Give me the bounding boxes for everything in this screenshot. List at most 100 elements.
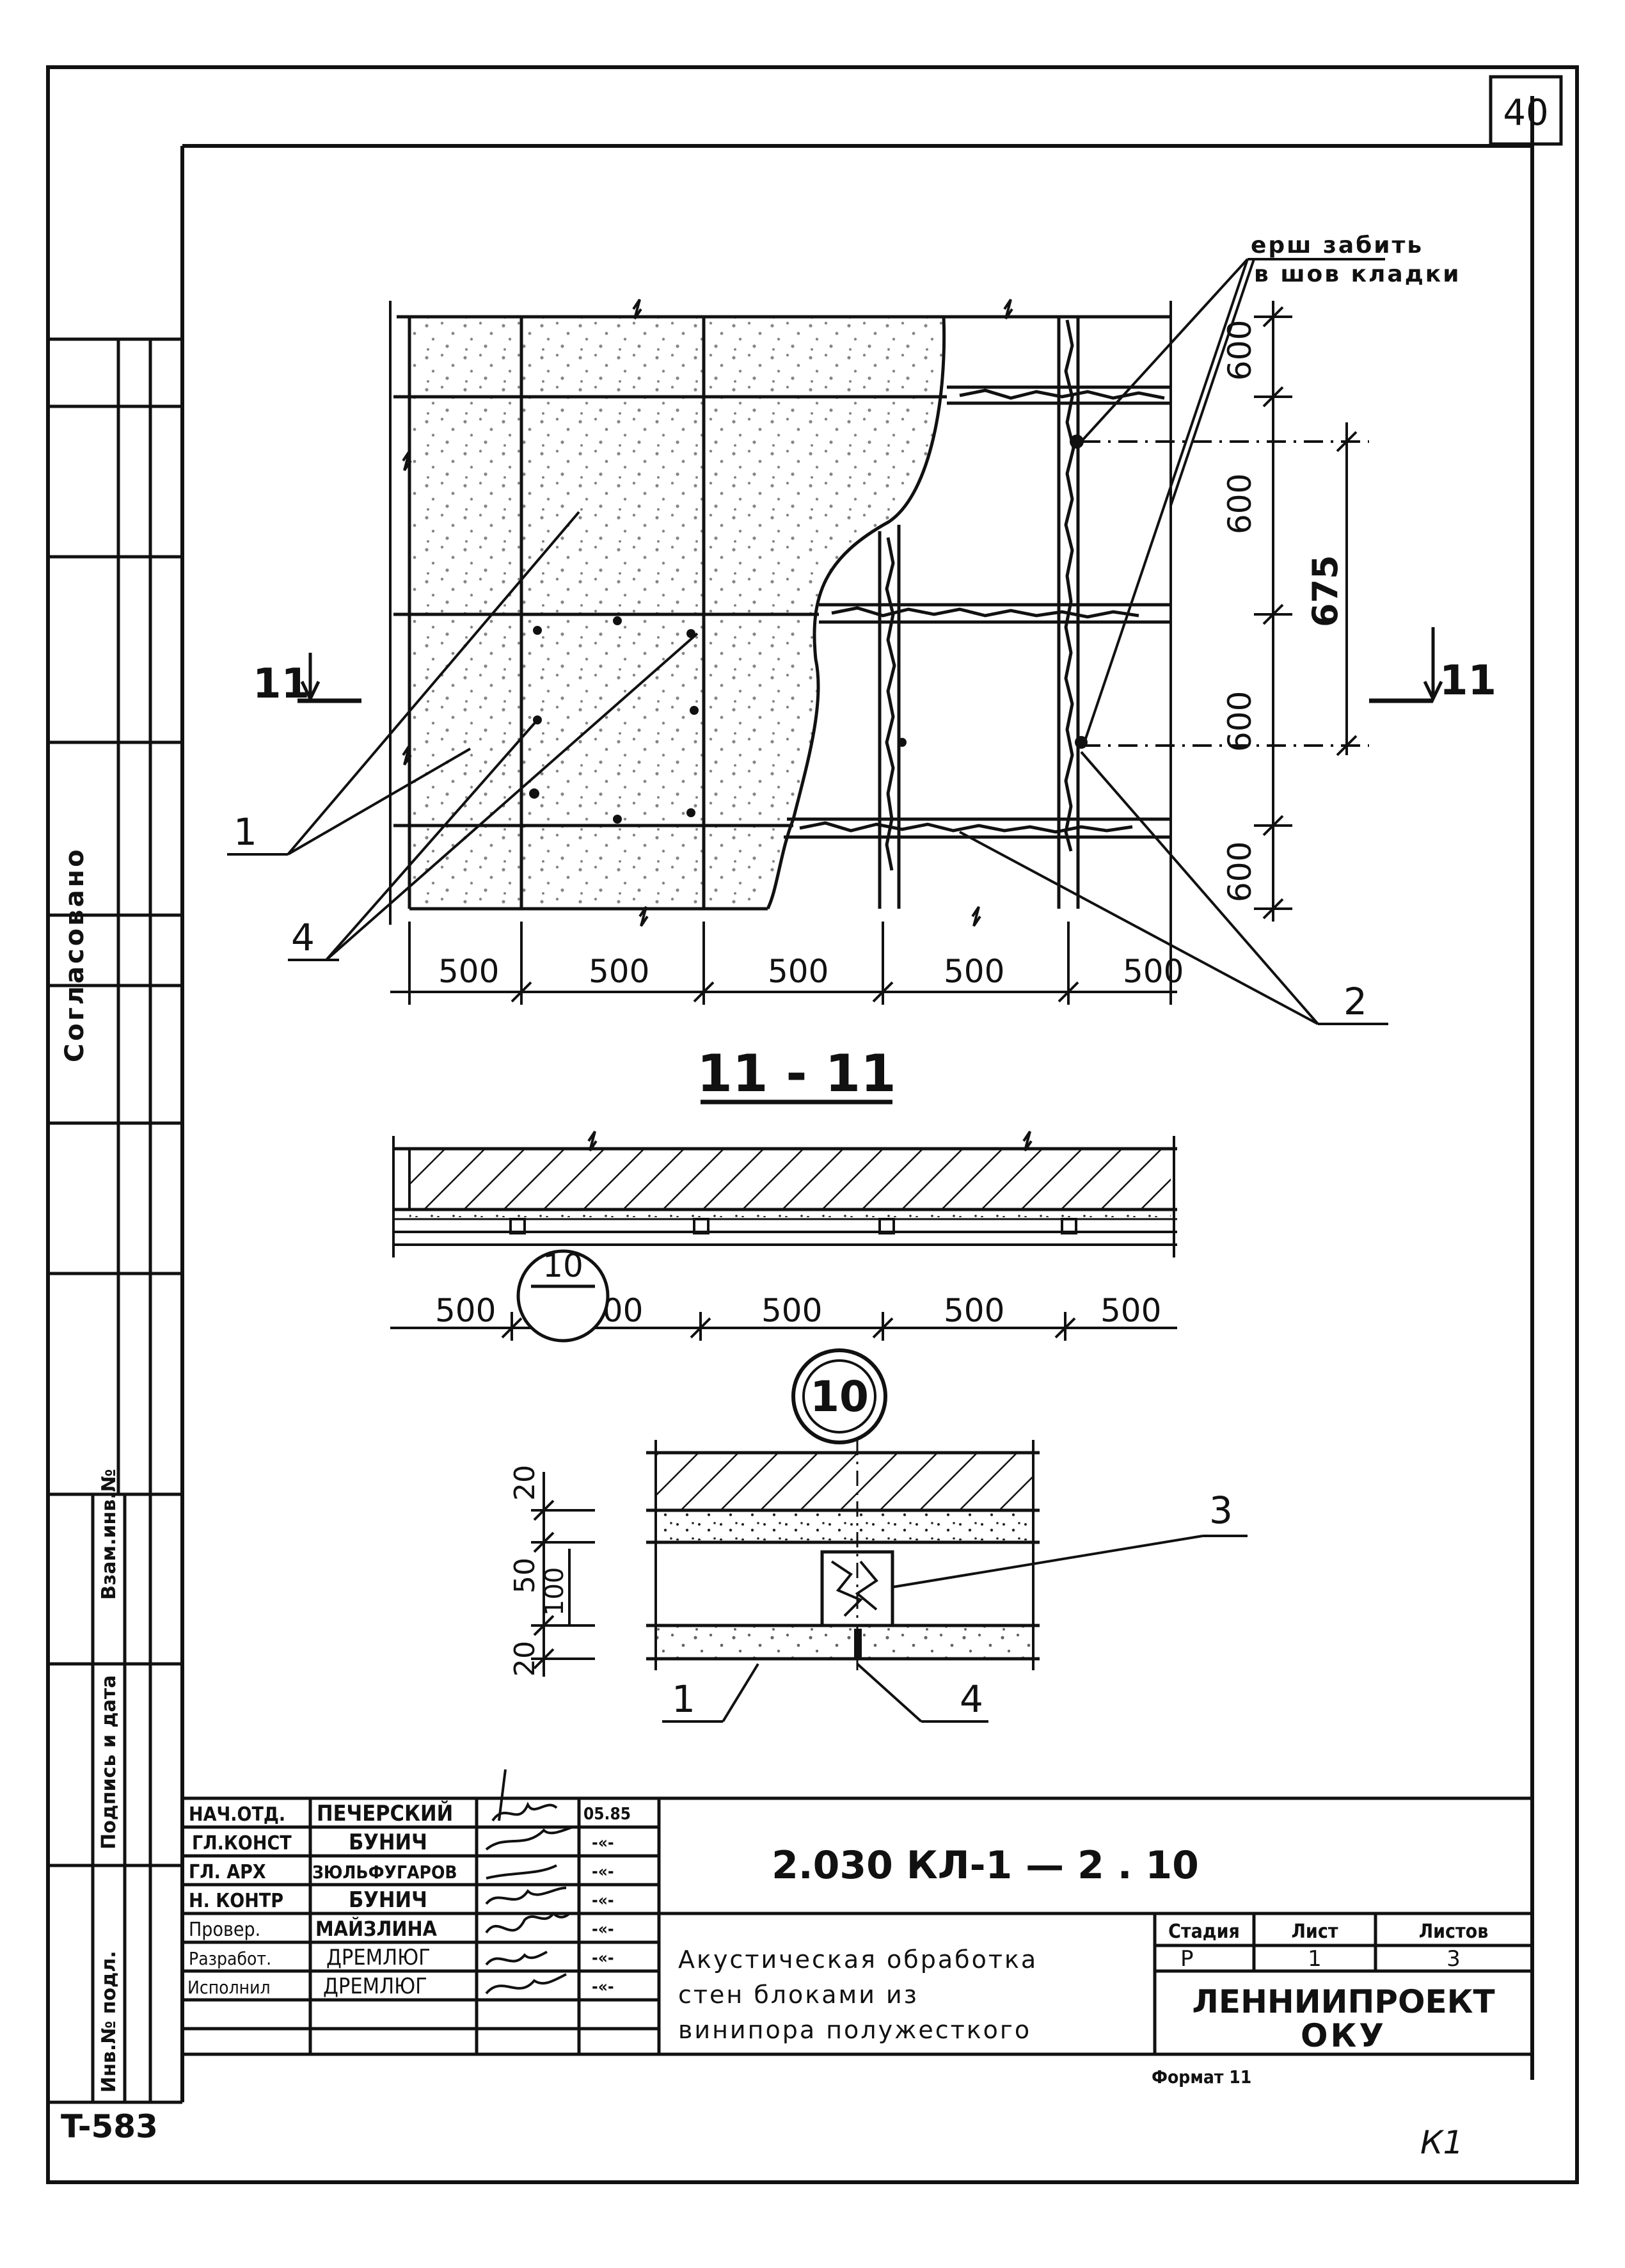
- role-4: Н. КОНТР: [189, 1890, 283, 1912]
- date-4: -«-: [592, 1891, 614, 1910]
- agreed-label: Согласовано: [60, 847, 90, 1062]
- role-5: Провер.: [189, 1919, 260, 1941]
- section-title: 11 - 11: [697, 1044, 896, 1103]
- detail-10-section: [646, 1440, 1040, 1670]
- callout-2-label: 2: [1344, 980, 1367, 1023]
- strip-cell-original-inv: Инв.№ подл.: [98, 1951, 120, 2093]
- detail-marker: 10: [791, 1348, 887, 1444]
- elevation-width-4: 500: [944, 953, 1004, 990]
- detail-callout-4: 4: [960, 1677, 983, 1721]
- detail-callout-1: 1: [672, 1677, 695, 1721]
- fixing-dowels: [529, 435, 1088, 824]
- name-1: ПЕЧЕРСКИЙ: [317, 1800, 453, 1826]
- section-width-dimensions: [390, 1312, 1177, 1341]
- elevation-width-labels: 500 500 500 500 500: [438, 953, 1184, 990]
- detail-dim-20-top: 20: [509, 1465, 541, 1501]
- detail-dim-20-bottom: 20: [509, 1641, 541, 1677]
- panel-grid: [393, 315, 1171, 911]
- wall-section: [392, 1130, 1177, 1258]
- detail-reference-marker: 10: [516, 1247, 610, 1343]
- vertical-battens: [878, 317, 1080, 909]
- dimension-675: 675: [1305, 555, 1345, 627]
- strip-cell-replaced-inv: Взам.инв.№: [98, 1469, 120, 1600]
- callout-2: [959, 751, 1388, 1025]
- elevation-width-dimensions: [390, 922, 1177, 1005]
- name-7: ДРЕМЛЮГ: [323, 1974, 427, 1999]
- sheet-value: 1: [1308, 1946, 1322, 1972]
- signatory-rows: НАЧ.ОТД. ПЕЧЕРСКИЙ 05.85 ГЛ.КОНСТ БУНИЧ …: [187, 1800, 631, 1999]
- section-width-1: 500: [435, 1292, 496, 1329]
- row-height-3: 600: [1221, 691, 1258, 752]
- pin-note: ерш забить в шов кладки: [1080, 232, 1461, 743]
- detail-callout-3: 3: [1209, 1489, 1233, 1532]
- date-7: -«-: [592, 1977, 614, 1997]
- strip-cell-signature-date: Подпись и дата: [98, 1675, 120, 1849]
- date-1: 05.85: [583, 1805, 631, 1824]
- elevation-width-1: 500: [438, 953, 499, 990]
- horizontal-battens: [784, 385, 1171, 839]
- signatures: [485, 1769, 573, 1995]
- section-width-labels: 500 500 500 500 500: [435, 1292, 1161, 1329]
- title-line-2: стен блоками из: [678, 1981, 919, 2009]
- role-7: Исполнил: [187, 1977, 271, 1998]
- date-2: -«-: [592, 1833, 614, 1853]
- elevation-width-2: 500: [589, 953, 649, 990]
- break-lines: [389, 298, 1172, 927]
- stage-value: Р: [1180, 1946, 1194, 1972]
- sheet-header: Лист: [1292, 1921, 1338, 1943]
- name-5: МАЙЗЛИНА: [315, 1917, 438, 1941]
- section-marker-right: 11: [1369, 627, 1496, 705]
- date-3: -«-: [592, 1862, 614, 1881]
- row-height-4: 600: [1221, 842, 1258, 902]
- callout-4: [288, 632, 699, 961]
- section-width-4: 500: [944, 1292, 1004, 1329]
- role-3: ГЛ. АРХ: [189, 1861, 266, 1883]
- pin-note-line1: ерш забить: [1251, 232, 1423, 259]
- detail-reference-number: 10: [543, 1247, 583, 1284]
- section-marker-left: 11: [253, 653, 361, 708]
- organization-line-1: ЛЕННИИПРОЕКТ: [1192, 1983, 1494, 2020]
- section-width-3: 500: [761, 1292, 822, 1329]
- elevation-width-3: 500: [768, 953, 828, 990]
- left-approval-strip: [48, 337, 182, 2104]
- name-4: БУНИЧ: [349, 1887, 427, 1913]
- sheets-value: 3: [1447, 1946, 1461, 1972]
- row-height-2: 600: [1221, 474, 1258, 534]
- section-marker-right-label: 11: [1439, 657, 1496, 705]
- page-number: 40: [1503, 92, 1548, 134]
- date-6: -«-: [592, 1949, 614, 1968]
- page-number-box: 40: [1489, 75, 1563, 146]
- title-line-1: Акустическая обработка: [678, 1945, 1038, 1974]
- stamp-code: T-583: [61, 2108, 158, 2145]
- callout-4-label: 4: [291, 916, 315, 959]
- corner-mark: К1: [1420, 2124, 1463, 2161]
- stage-header: Стадия: [1168, 1921, 1240, 1943]
- name-6: ДРЕМЛЮГ: [326, 1945, 431, 1970]
- detail-dim-50: 50: [509, 1558, 541, 1593]
- name-3: ЗЮЛЬФУГАРОВ: [312, 1862, 457, 1883]
- pin-note-line2: в шов кладки: [1254, 261, 1461, 287]
- detail-callouts: [662, 1535, 1248, 1723]
- callout-1: [227, 511, 580, 856]
- row-height-1: 600: [1221, 320, 1258, 381]
- title-line-3: винипора полужесткого: [678, 2016, 1031, 2044]
- format-label: Формат 11: [1152, 2066, 1251, 2088]
- vertical-dimensions: [1081, 301, 1369, 922]
- date-5: -«-: [592, 1920, 614, 1939]
- name-2: БУНИЧ: [349, 1830, 427, 1855]
- title-block-grid: [182, 1796, 1532, 2056]
- role-6: Разработ.: [189, 1948, 271, 1969]
- wall-elevation: [389, 298, 1172, 927]
- role-2: ГЛ.КОНСТ: [192, 1832, 292, 1855]
- detail-marker-number: 10: [810, 1372, 869, 1421]
- callout-1-label: 1: [234, 810, 257, 854]
- sheets-header: Листов: [1419, 1921, 1489, 1943]
- section-width-5: 500: [1100, 1292, 1161, 1329]
- detail-dim-100: 100: [540, 1567, 569, 1616]
- organization-line-2: ОКУ: [1301, 2017, 1386, 2054]
- elevation-width-5: 500: [1123, 953, 1184, 990]
- role-1: НАЧ.ОТД.: [189, 1803, 285, 1826]
- document-code: 2.030 КЛ-1 — 2 . 10: [772, 1843, 1199, 1888]
- detail-dimensions: [531, 1472, 595, 1677]
